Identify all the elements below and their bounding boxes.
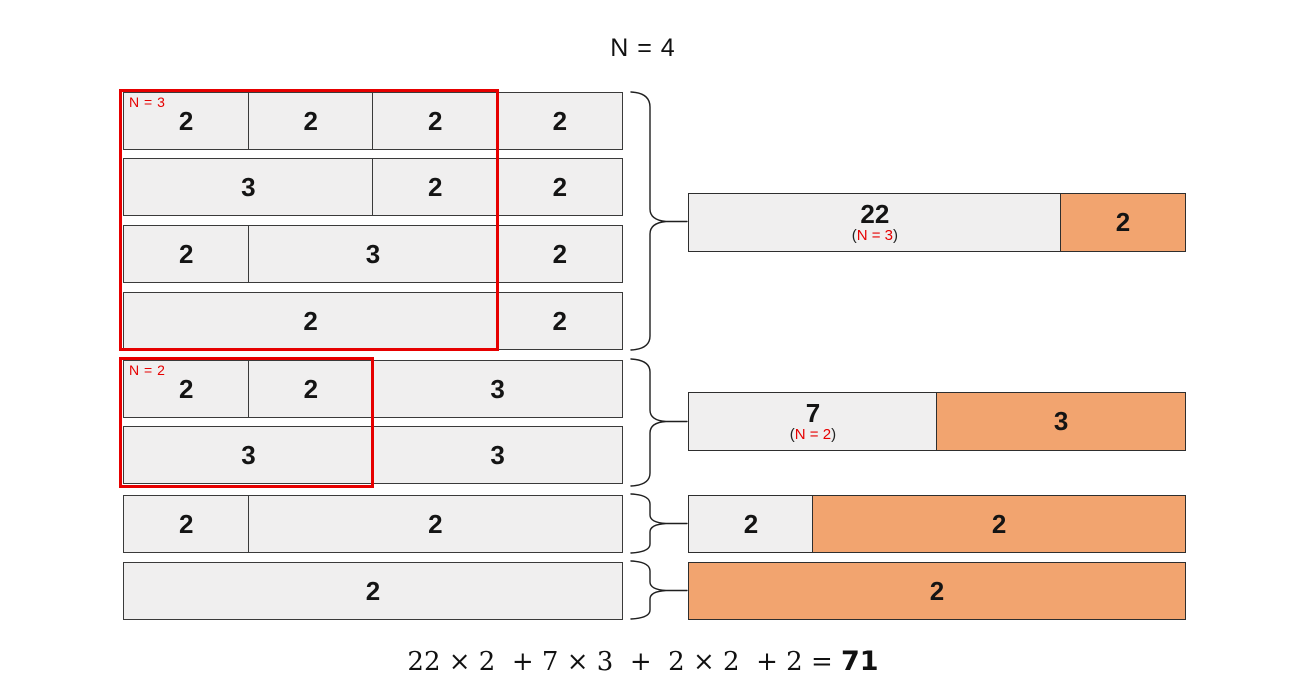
brace-icon-group3 <box>630 493 688 554</box>
tiling-cell: 2 <box>123 225 250 283</box>
tiling-cell: 2 <box>123 495 250 553</box>
tiling-cell: 2 <box>123 562 623 620</box>
equation-result: 71 <box>841 646 879 677</box>
summary-bar-n3: 22 (N = 3) 2 <box>688 193 1186 252</box>
n2-highlight-label: N = 2 <box>129 362 166 378</box>
tiling-cell: 2 <box>496 158 623 216</box>
summary-bar-n2: 7 (N = 2) 3 <box>688 392 1186 451</box>
count-value: 22 <box>860 198 890 229</box>
n2-highlight-box: N = 2 <box>119 357 374 488</box>
bar-segment-count: 22 (N = 3) <box>688 193 1062 252</box>
summary-bar-4: 2 <box>688 562 1186 620</box>
bar-segment-tile: 3 <box>936 392 1186 451</box>
brace-icon-group2 <box>630 358 688 487</box>
count-sublabel: (N = 2) <box>789 426 837 444</box>
tiling-cell: 2 <box>496 225 623 283</box>
tiling-cell: 2 <box>247 495 623 553</box>
bar-segment-count: 7 (N = 2) <box>688 392 938 451</box>
tiling-row-2: 3 2 2 <box>123 158 623 216</box>
summary-bar-3: 2 2 <box>688 495 1186 553</box>
brace-icon-group4 <box>630 560 688 620</box>
tiling-row-3: 2 3 2 <box>123 225 623 283</box>
tiling-cell: 3 <box>247 225 499 283</box>
tiling-row-5: 2 2 3 <box>123 360 623 418</box>
bar-segment-count: 2 <box>688 495 814 553</box>
tiling-row-4: 2 2 <box>123 292 623 350</box>
equation-expression: 22 × 2 + 7 × 3 + 2 × 2 + 2 = <box>407 647 842 677</box>
tiling-row-1: 2 2 2 2 <box>123 92 623 150</box>
tiling-cell: 3 <box>372 426 623 484</box>
bar-segment-tile: 2 <box>688 562 1186 620</box>
tiling-cell: 2 <box>247 92 374 150</box>
bar-segment-tile: 2 <box>812 495 1186 553</box>
count-sublabel: (N = 3) <box>851 227 899 245</box>
tiling-cell: 2 <box>247 360 374 418</box>
tiling-row-7: 2 2 <box>123 495 623 553</box>
tile-value: 2 <box>1115 207 1131 238</box>
tiling-cell: 2 <box>372 92 499 150</box>
tiling-row-6: 3 3 <box>123 426 623 484</box>
n3-highlight-label: N = 3 <box>129 94 166 110</box>
tiling-cell: 2 <box>123 92 250 150</box>
brace-icon-group1 <box>630 91 688 351</box>
tile-value: 2 <box>991 508 1007 539</box>
tile-value: 2 <box>929 575 945 606</box>
tiling-cell: 2 <box>496 292 623 350</box>
bar-segment-tile: 2 <box>1060 193 1186 252</box>
count-value: 2 <box>743 508 759 539</box>
tiling-cell: 3 <box>123 426 374 484</box>
diagram-title: N = 4 <box>610 34 676 62</box>
tiling-cell: 3 <box>372 360 623 418</box>
n3-highlight-box: N = 3 <box>119 89 499 351</box>
result-equation: 22 × 2 + 7 × 3 + 2 × 2 + 2 = 71 <box>0 646 1286 677</box>
tile-value: 3 <box>1053 406 1069 437</box>
count-value: 7 <box>805 397 821 428</box>
tiling-row-8: 2 <box>123 562 623 620</box>
tiling-cell: 2 <box>496 92 623 150</box>
tiling-cell: 2 <box>123 360 250 418</box>
tiling-cell: 3 <box>123 158 374 216</box>
